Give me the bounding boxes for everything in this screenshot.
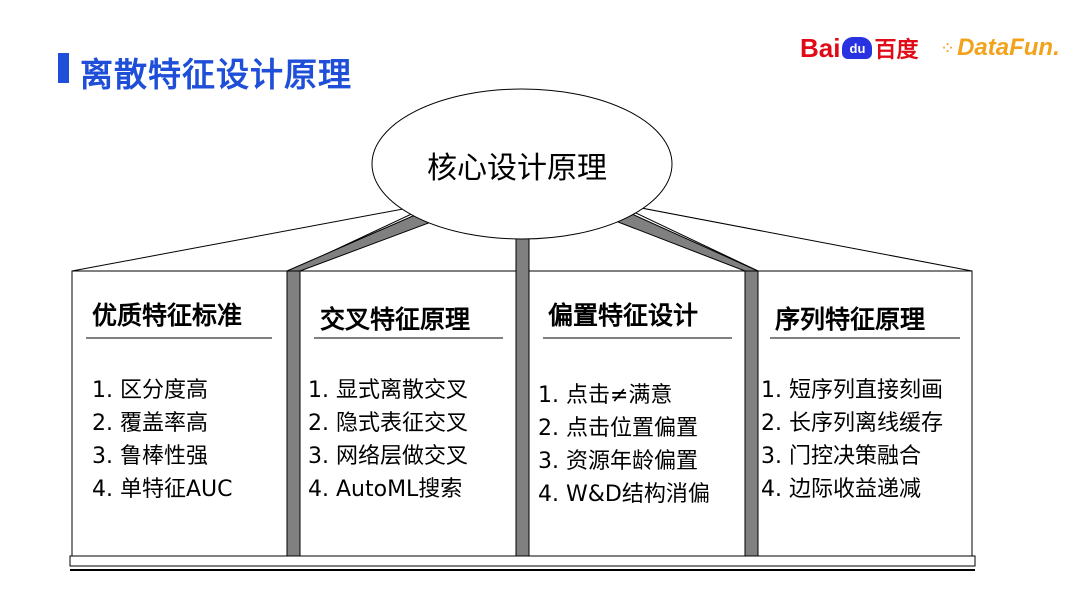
column-4-item: 4. 边际收益递减 xyxy=(761,477,921,502)
panel-1 xyxy=(71,270,288,557)
column-3-heading: 偏置特征设计 xyxy=(548,301,699,330)
column-1-heading: 优质特征标准 xyxy=(92,301,243,330)
pillar-2 xyxy=(515,231,530,557)
column-2-item: 4. AutoML搜索 xyxy=(308,477,463,502)
column-3-item: 3. 资源年龄偏置 xyxy=(538,449,698,474)
datafun-logo: ⁘DataFun. xyxy=(940,34,1060,61)
column-1-item: 4. 单特征AUC xyxy=(92,477,233,502)
column-4-item: 3. 门控决策融合 xyxy=(761,444,921,469)
column-4-item: 2. 长序列离线缓存 xyxy=(761,411,943,436)
panel-2 xyxy=(299,270,517,557)
baidu-paw-icon: du xyxy=(842,37,873,59)
datafun-dots-icon: ⁘ xyxy=(940,37,956,59)
column-3-item: 4. W&D结构消偏 xyxy=(538,482,710,507)
column-4-item: 1. 短序列直接刻画 xyxy=(761,378,943,403)
panel-4 xyxy=(757,270,973,557)
page-title: 离散特征设计原理 xyxy=(80,55,352,94)
pillar-3 xyxy=(744,269,759,557)
title-accent-bar xyxy=(58,53,69,83)
panel-3 xyxy=(528,270,746,557)
column-3-item: 2. 点击位置偏置 xyxy=(538,416,698,441)
core-ellipse xyxy=(371,88,673,240)
column-1-item: 3. 鲁棒性强 xyxy=(92,444,208,469)
column-2-item: 2. 隐式表征交叉 xyxy=(308,411,468,436)
column-2-item: 3. 网络层做交叉 xyxy=(308,444,468,469)
core-label: 核心设计原理 xyxy=(427,151,607,186)
column-1-item: 1. 区分度高 xyxy=(92,378,208,403)
column-3-item: 1. 点击≠满意 xyxy=(538,383,673,408)
base-platform xyxy=(69,555,976,567)
pillar-1 xyxy=(286,269,301,557)
column-2-heading: 交叉特征原理 xyxy=(320,305,471,334)
column-1-item: 2. 覆盖率高 xyxy=(92,411,208,436)
column-2-item: 1. 显式离散交叉 xyxy=(308,378,468,403)
column-4-heading: 序列特征原理 xyxy=(775,305,926,334)
